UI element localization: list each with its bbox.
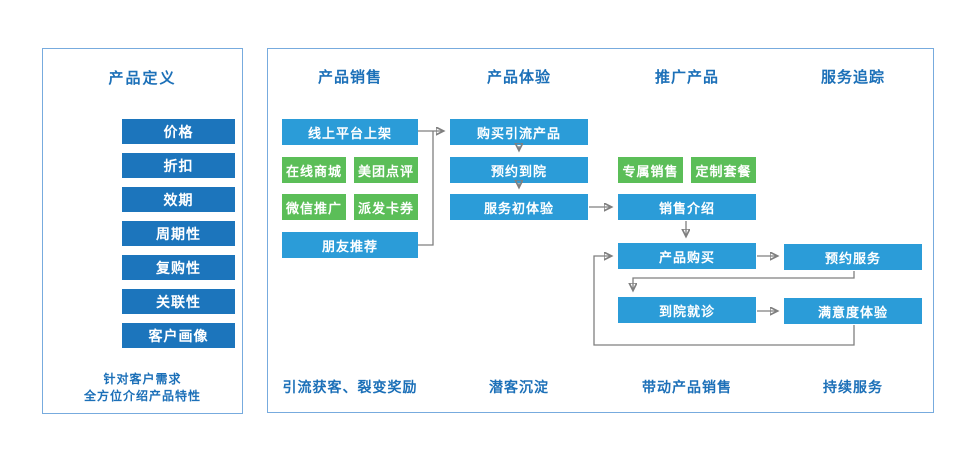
- definition-item-validity: 效期: [122, 187, 235, 212]
- panel-caption-line2: 全方位介绍产品特性: [83, 389, 201, 403]
- node-first-service-experience: 服务初体验: [450, 194, 588, 220]
- panel-title: 产品定义: [108, 70, 177, 87]
- product-definition-panel: 产品定义 价格 折扣 效期 周期性 复购性 关联性 客户画像 针对客户需求 全方…: [42, 48, 243, 414]
- panel-caption-line1: 针对客户需求: [103, 372, 182, 386]
- definition-item-price: 价格: [122, 119, 235, 144]
- flow-panel: [267, 48, 934, 413]
- panel-caption: 针对客户需求 全方位介绍产品特性: [43, 371, 242, 405]
- definition-item-relevance: 关联性: [122, 289, 235, 314]
- node-product-purchase: 产品购买: [618, 243, 756, 269]
- definition-item-customer-profile: 客户画像: [122, 323, 235, 348]
- node-online-mall: 在线商城: [282, 157, 346, 183]
- column-header-product-experience: 产品体验: [486, 69, 551, 86]
- column-header-service-tracking: 服务追踪: [820, 69, 885, 86]
- node-coupon-distribution: 派发卡券: [354, 194, 418, 220]
- column-footer-prospect-settling: 潜客沉淀: [489, 379, 549, 395]
- node-appointment-service: 预约服务: [784, 244, 922, 270]
- definition-item-periodicity: 周期性: [122, 221, 235, 246]
- node-friend-referral: 朋友推荐: [282, 232, 418, 258]
- node-buy-lead-product: 购买引流产品: [450, 119, 588, 145]
- column-footer-drive-sales: 带动产品销售: [642, 379, 732, 395]
- definition-item-repurchase: 复购性: [122, 255, 235, 280]
- column-footer-lead-acquisition: 引流获客、裂变奖励: [282, 379, 418, 395]
- node-exclusive-sales: 专属销售: [618, 157, 683, 183]
- column-footer-continuous-service: 持续服务: [823, 379, 883, 395]
- node-satisfaction-experience: 满意度体验: [784, 298, 922, 324]
- node-custom-package: 定制套餐: [691, 157, 756, 183]
- column-header-promote-product: 推广产品: [654, 69, 719, 86]
- node-online-platform-listing: 线上平台上架: [282, 119, 418, 145]
- node-appointment-to-clinic: 预约到院: [450, 157, 588, 183]
- node-wechat-promotion: 微信推广: [282, 194, 346, 220]
- node-clinic-visit: 到院就诊: [618, 297, 756, 323]
- node-sales-introduction: 销售介绍: [618, 194, 756, 220]
- definition-item-discount: 折扣: [122, 153, 235, 178]
- column-header-product-sales: 产品销售: [317, 69, 382, 86]
- node-meituan-dianping: 美团点评: [354, 157, 418, 183]
